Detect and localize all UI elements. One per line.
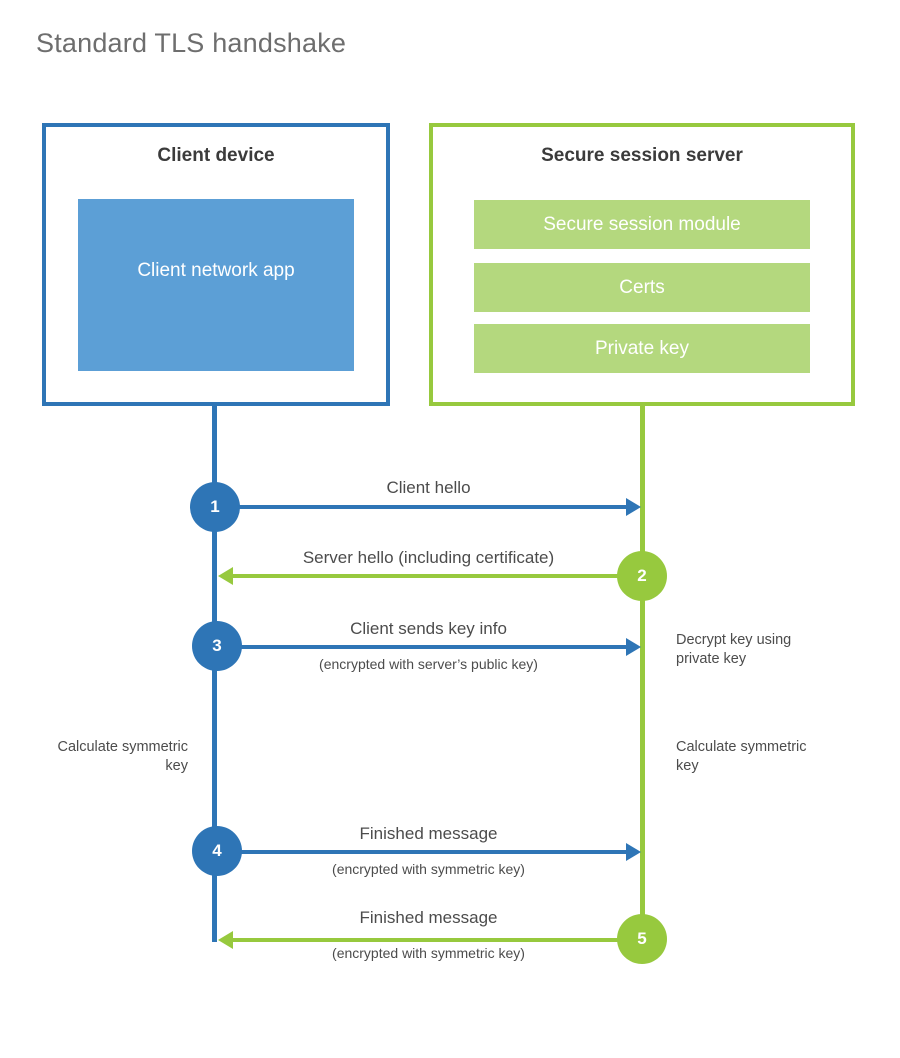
arrow-step3-line [217, 645, 628, 649]
note-decrypt-key: Decrypt key using private key [676, 632, 792, 667]
arrow-step5-line [233, 938, 642, 942]
client-network-app-block: Client network app [78, 199, 354, 371]
arrow-left-icon [218, 931, 233, 949]
arrow-right-icon [626, 843, 641, 861]
client-device-title: Client device [157, 145, 275, 166]
message-client-key-info: Client sends key info [350, 619, 507, 638]
server-module-secure-session: Secure session module [474, 200, 810, 249]
arrow-step1-line [215, 505, 628, 509]
message-finished-server-sub: (encrypted with symmetric key) [332, 945, 525, 961]
message-finished-server: Finished message [359, 908, 498, 927]
step-badge-5: 5 [617, 914, 667, 964]
message-finished-client-sub: (encrypted with symmetric key) [332, 861, 525, 877]
client-lifeline [212, 406, 217, 942]
client-device-box: Client device Client network app [42, 123, 390, 406]
secure-session-server-box: Secure session server Secure session mod… [429, 123, 855, 406]
note-calculate-symmetric-key-client: Calculate symmetric key [57, 739, 188, 774]
step-badge-3: 3 [192, 621, 242, 671]
arrow-left-icon [218, 567, 233, 585]
secure-session-server-title: Secure session server [541, 145, 743, 166]
server-module-private-key: Private key [474, 324, 810, 373]
step-badge-4: 4 [192, 826, 242, 876]
client-network-app-label: Client network app [137, 260, 295, 282]
arrow-step2-line [233, 574, 642, 578]
server-module-certs: Certs [474, 263, 810, 312]
message-client-hello: Client hello [386, 478, 471, 497]
message-server-hello: Server hello (including certificate) [302, 548, 555, 567]
note-calculate-symmetric-key-server: Calculate symmetric key [676, 739, 807, 774]
page-title: Standard TLS handshake [36, 28, 347, 58]
step-badge-2: 2 [617, 551, 667, 601]
arrow-right-icon [626, 638, 641, 656]
message-client-key-info-sub: (encrypted with server’s public key) [319, 656, 538, 672]
message-finished-client: Finished message [359, 824, 498, 843]
step-badge-1: 1 [190, 482, 240, 532]
arrow-right-icon [626, 498, 641, 516]
server-lifeline [640, 406, 645, 939]
arrow-step4-line [217, 850, 628, 854]
